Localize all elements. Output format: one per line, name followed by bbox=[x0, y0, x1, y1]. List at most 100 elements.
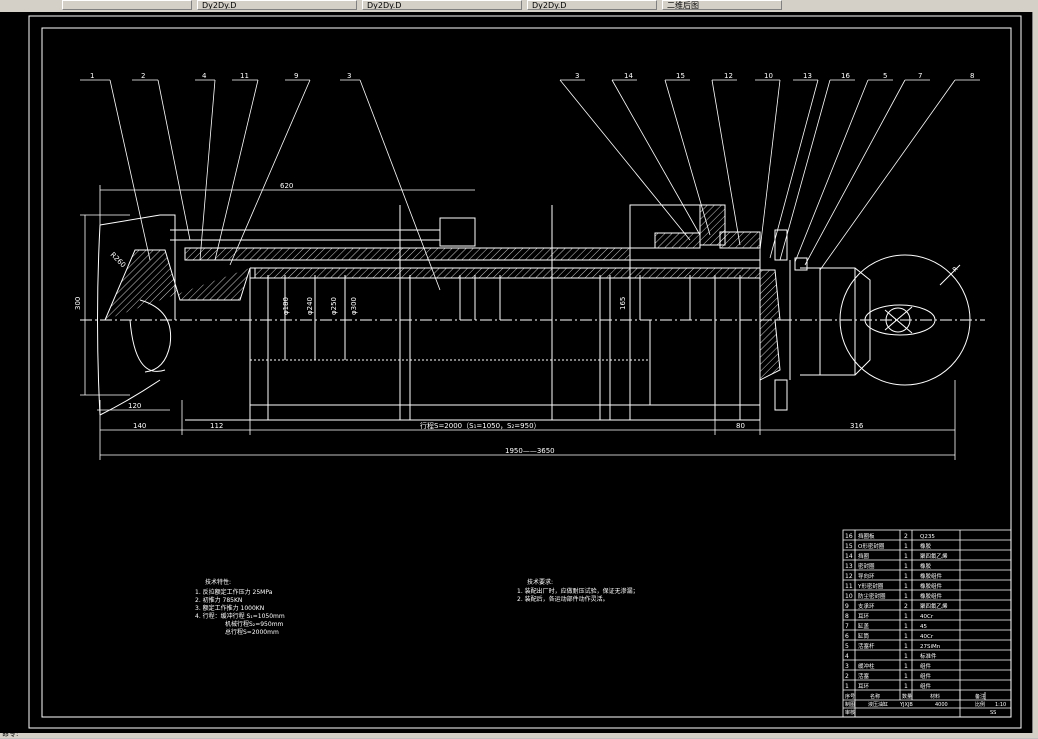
tab-label: Dy2Dy.D bbox=[532, 1, 567, 10]
bom-header-mat: 材料 bbox=[930, 693, 940, 700]
bom-cell-mat: 聚四氟乙烯 bbox=[920, 552, 948, 560]
bom-cell-no: 2 bbox=[845, 673, 849, 680]
bom-cell-no: 6 bbox=[845, 633, 849, 640]
bom-cell-mat: 标准件 bbox=[920, 652, 937, 660]
balloon-3a: 3 bbox=[347, 72, 351, 80]
bom-cell-name: 挡圈 bbox=[858, 552, 870, 560]
bom-cell-qty: 1 bbox=[904, 583, 908, 590]
bom-cell-name: Y形密封圈 bbox=[857, 582, 884, 590]
bom-header-no: 序号 bbox=[845, 693, 855, 700]
balloon-1: 1 bbox=[90, 72, 94, 80]
tech-param-line: 2. 初推力 785KN bbox=[195, 596, 242, 604]
bom-cell-mat: 27SiMn bbox=[920, 644, 941, 650]
bom-cell-name: 防尘密封圈 bbox=[858, 592, 886, 600]
tech-req-line: 2. 装配后，各运动部件动作灵活。 bbox=[517, 595, 609, 603]
bom-cell-mat: 40Cr bbox=[920, 614, 934, 620]
title-school: SS bbox=[990, 710, 996, 716]
balloon-12: 12 bbox=[724, 72, 733, 80]
bom-cell-qty: 1 bbox=[904, 613, 908, 620]
bom-cell-qty: 1 bbox=[904, 663, 908, 670]
bom-cell-no: 13 bbox=[845, 563, 853, 570]
bom-cell-name: O形密封圈 bbox=[858, 542, 885, 550]
dim-165: 165 bbox=[619, 297, 627, 310]
bom-cell-no: 10 bbox=[845, 593, 853, 600]
bom-cell-name: 缸盖 bbox=[858, 622, 870, 630]
bom-cell-name: 缓冲柱 bbox=[858, 662, 875, 670]
balloon-5: 5 bbox=[883, 72, 887, 80]
dim-80: 80 bbox=[736, 422, 745, 430]
bom-cell-no: 1 bbox=[845, 683, 849, 690]
bom-cell-name: 耳环 bbox=[858, 613, 870, 620]
toolbar-tab-3[interactable]: Dy2Dy.D bbox=[362, 0, 522, 10]
rod-dia-4: φ300 bbox=[350, 297, 358, 315]
tech-requirements: 技术要求: 1. 装配出厂时，应做耐压试验，保证无渗漏； 2. 装配后，各运动部… bbox=[517, 578, 639, 603]
title-scale-val: 1:10 bbox=[995, 702, 1006, 708]
title-sheet: 4000 bbox=[935, 702, 948, 708]
bom-cell-mat: 橡胶组件 bbox=[920, 582, 943, 590]
balloon-15: 15 bbox=[676, 72, 685, 80]
cylinder-body: R bbox=[97, 204, 971, 421]
dim-stroke: 行程S=2000（S₁=1050，S₂=950） bbox=[420, 421, 541, 430]
bom-cell-no: 3 bbox=[845, 663, 849, 670]
bom-cell-qty: 1 bbox=[904, 543, 908, 550]
bom-cell-mat: 40Cr bbox=[920, 634, 934, 640]
bom-cell-no: 12 bbox=[845, 573, 853, 580]
title-name: 液压油缸 bbox=[868, 701, 888, 708]
sheet-inner-border bbox=[41, 27, 1012, 718]
tech-params-title: 技术特性: bbox=[205, 578, 231, 586]
bom-cell-qty: 1 bbox=[904, 573, 908, 580]
dim-140: 140 bbox=[133, 422, 146, 430]
dim-620: 620 bbox=[280, 182, 293, 190]
tab-label: 二维后图 bbox=[667, 1, 699, 10]
bom-cell-qty: 1 bbox=[904, 593, 908, 600]
toolbar-tab-2[interactable]: Dy2Dy.D bbox=[197, 0, 357, 10]
bom-cell-name: 缸筒 bbox=[858, 632, 870, 640]
balloon-13: 13 bbox=[803, 72, 812, 80]
bom-cell-mat: 橡胶 bbox=[920, 542, 932, 550]
bom-cell-name: 活塞杆 bbox=[858, 642, 875, 650]
tech-param-line: 4. 行程：缓冲行程 S₁=1050mm bbox=[195, 612, 285, 620]
bom-cell-no: 11 bbox=[845, 583, 853, 590]
toolbar-tab-1[interactable] bbox=[62, 0, 192, 10]
bom-cell-no: 16 bbox=[845, 533, 853, 540]
bom-cell-qty: 1 bbox=[904, 653, 908, 660]
bom-cell-qty: 2 bbox=[904, 603, 908, 610]
bom-cell-mat: 聚四氟乙烯 bbox=[920, 602, 948, 610]
vertical-scrollbar[interactable] bbox=[1032, 12, 1038, 733]
bom-cell-mat: 组件 bbox=[920, 682, 932, 690]
bom-cell-mat: 橡胶组件 bbox=[920, 572, 943, 580]
dim-120: 120 bbox=[128, 402, 141, 410]
rod-dia-1: φ180 bbox=[282, 297, 290, 315]
balloon-16: 16 bbox=[841, 72, 850, 80]
toolbar-tab-5[interactable]: 二维后图 bbox=[662, 0, 782, 10]
sheet-outer-border bbox=[28, 15, 1022, 729]
bom-cell-qty: 1 bbox=[904, 563, 908, 570]
bom-cell-qty: 1 bbox=[904, 623, 908, 630]
bom-header-qty: 数量 bbox=[902, 693, 912, 700]
tab-label: Dy2Dy.D bbox=[202, 1, 237, 10]
balloon-14: 14 bbox=[624, 72, 633, 80]
bom-cell-name: 导向环 bbox=[858, 572, 875, 580]
bom-cell-no: 5 bbox=[845, 643, 849, 650]
bom-cell-qty: 1 bbox=[904, 673, 908, 680]
bom-cell-qty: 1 bbox=[904, 553, 908, 560]
title-scale: 比例 bbox=[975, 701, 985, 708]
command-line[interactable]: 命令: bbox=[0, 730, 1038, 738]
title-drawn: 制图 bbox=[845, 701, 855, 708]
bom-cell-no: 14 bbox=[845, 553, 853, 560]
bom-cell-no: 9 bbox=[845, 603, 849, 610]
title-check: 审核 bbox=[845, 709, 855, 716]
command-prompt: 命令: bbox=[2, 730, 19, 738]
toolbar-tab-4[interactable]: Dy2Dy.D bbox=[527, 0, 657, 10]
bom-header-remark: 备注 bbox=[975, 693, 985, 700]
tab-label: Dy2Dy.D bbox=[367, 1, 402, 10]
bom-cell-mat: Q235 bbox=[920, 534, 935, 540]
bom-cell-mat: 橡胶 bbox=[920, 562, 932, 570]
drawing-canvas[interactable]: R 1 2 4 11 9 3 3 14 15 12 10 13 16 bbox=[0, 12, 1032, 733]
balloon-8: 8 bbox=[970, 72, 974, 80]
dim-total: 1950——3650 bbox=[505, 447, 555, 455]
bom-cell-mat: 45 bbox=[920, 624, 927, 630]
tech-param-line: 1. 反拉额定工作压力 25MPa bbox=[195, 588, 273, 596]
tech-param-line: 总行程S=2000mm bbox=[225, 628, 279, 636]
